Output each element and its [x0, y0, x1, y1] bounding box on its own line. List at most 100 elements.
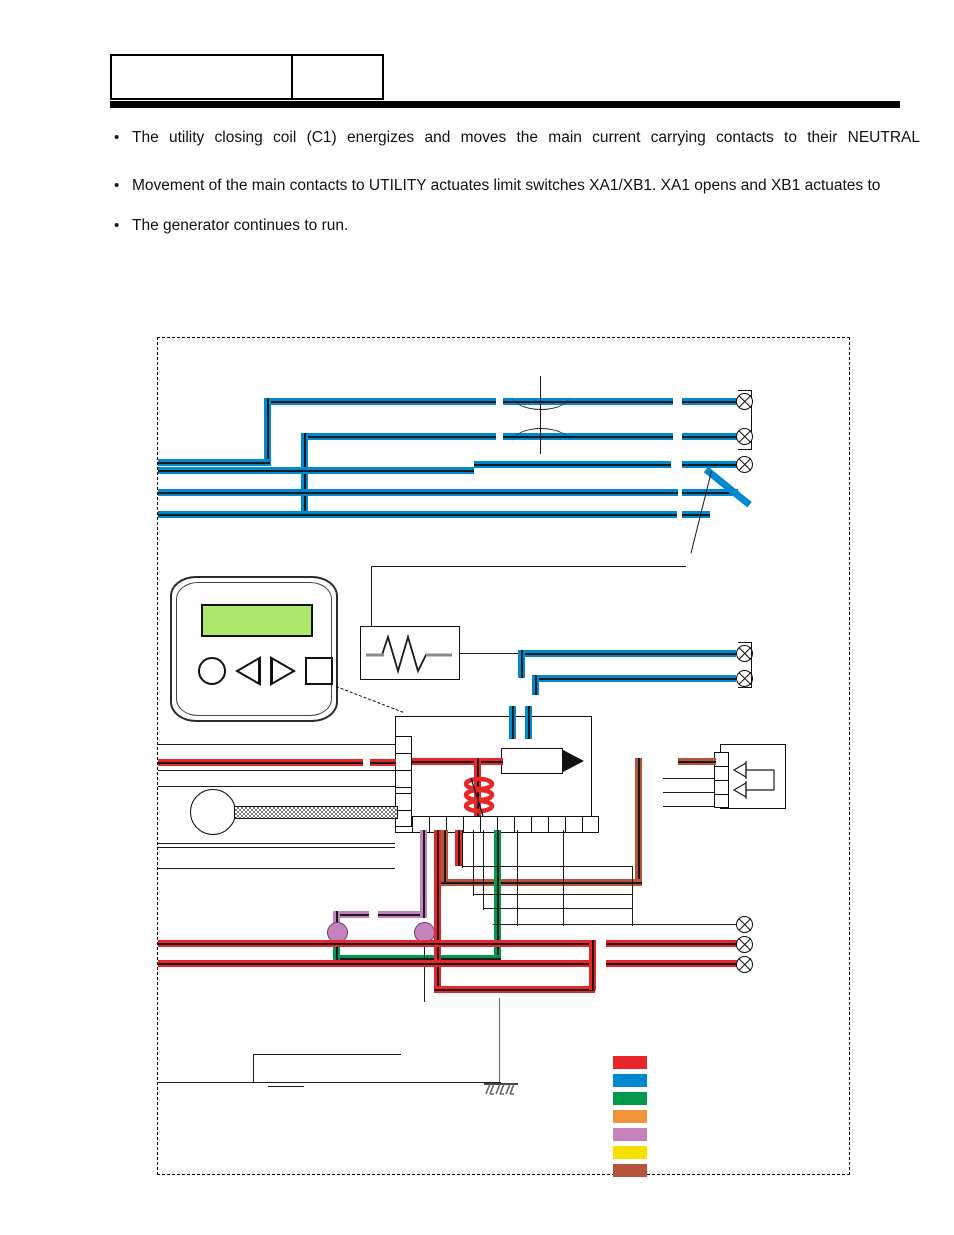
- brown-wire-riser: [635, 758, 642, 886]
- legend-red: [613, 1056, 647, 1069]
- blue-wire-low-left-1: [158, 459, 270, 466]
- bullet-text-1: The utility closing coil (C1) energizes …: [132, 129, 920, 146]
- bottom-step-upper: [253, 1054, 401, 1056]
- bus-line-3: [158, 786, 395, 788]
- black-route-v2: [473, 830, 475, 896]
- header-rule: [110, 101, 900, 108]
- node-right-dropline: [424, 942, 426, 1002]
- brown-wire-bottom-right: [582, 879, 642, 886]
- blue-wire-second-right: [503, 433, 673, 440]
- blue-wire-fifth: [158, 511, 677, 518]
- red-bus-left-stub: [370, 759, 396, 766]
- bullet-item-2: Movement of the main contacts to UTILITY…: [110, 176, 910, 196]
- blue-wire-mid-2: [532, 675, 736, 682]
- legend-blue: [613, 1074, 647, 1087]
- solenoid-coil-icon: [463, 776, 495, 817]
- actuator-box: [501, 748, 563, 774]
- actuator-arrow-icon: [563, 750, 584, 772]
- controller-panel[interactable]: [170, 576, 338, 722]
- bullet-list: The utility closing coil (C1) energizes …: [110, 128, 920, 236]
- square-button[interactable]: [305, 657, 333, 685]
- black-route-2: [462, 866, 632, 868]
- bullet-text-2: Movement of the main contacts to UTILITY…: [132, 177, 881, 194]
- blue-wire-second-right-stub: [682, 433, 738, 440]
- terminal-top-1[interactable]: [736, 393, 753, 410]
- left-terminal-strip-lower[interactable]: [395, 793, 412, 827]
- terminal-mid-2[interactable]: [736, 670, 753, 687]
- bottom-step-riser: [253, 1054, 255, 1083]
- relay-diode-icons: [732, 761, 775, 799]
- brown-wire-bottom: [441, 879, 639, 886]
- terminal-bottom-1[interactable]: [736, 916, 753, 933]
- brown-wire-drop-left: [441, 830, 448, 882]
- purple-wire-riser-left: [333, 911, 340, 927]
- bottom-step-lower: [158, 1082, 253, 1084]
- controller-leader-line: [335, 686, 404, 713]
- blue-wire-mid-1: [518, 650, 736, 657]
- blue-wire-top-left: [264, 398, 496, 405]
- blue-wire-mid-riser-1: [518, 650, 525, 678]
- bus-line-5: [158, 868, 395, 870]
- relay-block: [720, 744, 786, 809]
- red-wire-bus-lower-1: [158, 940, 594, 947]
- black-route-4: [483, 908, 632, 910]
- coil-zigzag-icon: [366, 633, 452, 675]
- blue-wire-mid-riser-2: [532, 675, 539, 695]
- blue-wire-third-stub: [682, 461, 738, 468]
- red-wire-bus-lower-1b: [606, 940, 738, 947]
- bottom-short-segment: [268, 1086, 304, 1088]
- bullet-item-1: The utility closing coil (C1) energizes …: [110, 128, 920, 148]
- relay-terminal-strip[interactable]: [714, 752, 729, 808]
- blue-wire-top-right-stub: [682, 398, 738, 405]
- black-route-3: [473, 894, 632, 896]
- black-route-1: [158, 847, 395, 849]
- bus-line-4: [158, 843, 395, 845]
- terminal-bracket-top: [738, 390, 752, 450]
- legend-brown: [613, 1164, 647, 1177]
- header-cell-left: [110, 54, 292, 100]
- terminal-mid-1[interactable]: [736, 645, 753, 662]
- coil-box: [360, 626, 460, 680]
- terminal-bottom-2[interactable]: [736, 936, 753, 953]
- left-arrow-button[interactable]: [235, 656, 261, 686]
- terminal-bottom-3[interactable]: [736, 956, 753, 973]
- circle-button[interactable]: [198, 657, 226, 685]
- legend-yellow: [613, 1146, 647, 1159]
- bullet-item-3: The generator continues to run.: [110, 216, 910, 236]
- red-wire-bus-lower-2: [158, 960, 594, 967]
- red-wire-bus-lower-2b: [606, 960, 738, 967]
- bus-line-2: [158, 770, 395, 772]
- lcd-display: [201, 604, 313, 637]
- red-wire-module-feed: [395, 758, 503, 765]
- terminal-top-3[interactable]: [736, 456, 753, 473]
- module-blue-stub-2: [525, 706, 532, 739]
- blue-wire-fourth-stub: [682, 489, 738, 496]
- black-route-v4: [517, 830, 519, 926]
- module-blue-stub-1: [509, 706, 516, 739]
- right-arrow-button[interactable]: [270, 656, 296, 686]
- blue-wire-riser-2: [301, 433, 308, 518]
- red-wire-join-riser: [589, 940, 596, 990]
- relay-lead-4: [663, 806, 715, 808]
- terminal-top-2[interactable]: [736, 428, 753, 445]
- earth-ground-icon: [484, 1083, 518, 1095]
- blue-wire-second-left: [301, 433, 496, 440]
- page-header: [110, 54, 900, 110]
- shielded-lead-bar: [234, 806, 398, 819]
- wiring-diagram: [157, 337, 850, 1177]
- green-wire-vertical: [494, 830, 501, 961]
- terminal-bottom-1-lead: [493, 924, 736, 926]
- coil-output-line: [460, 653, 518, 655]
- brown-wire-relay-feed: [678, 758, 716, 765]
- terminal-bracket-mid: [738, 642, 752, 688]
- blue-wire-fifth-stub: [682, 511, 710, 518]
- controller-button-row: [198, 656, 333, 686]
- red-bus-left: [158, 759, 363, 766]
- blue-wire-third: [158, 467, 474, 474]
- coil-feed-top: [371, 566, 686, 568]
- red-wire-solenoid-drop: [474, 758, 481, 833]
- header-cell-right: [292, 54, 384, 100]
- green-wire-bottom: [333, 955, 501, 962]
- red-wire-vertical-main: [434, 830, 441, 990]
- black-route-v1: [462, 830, 464, 868]
